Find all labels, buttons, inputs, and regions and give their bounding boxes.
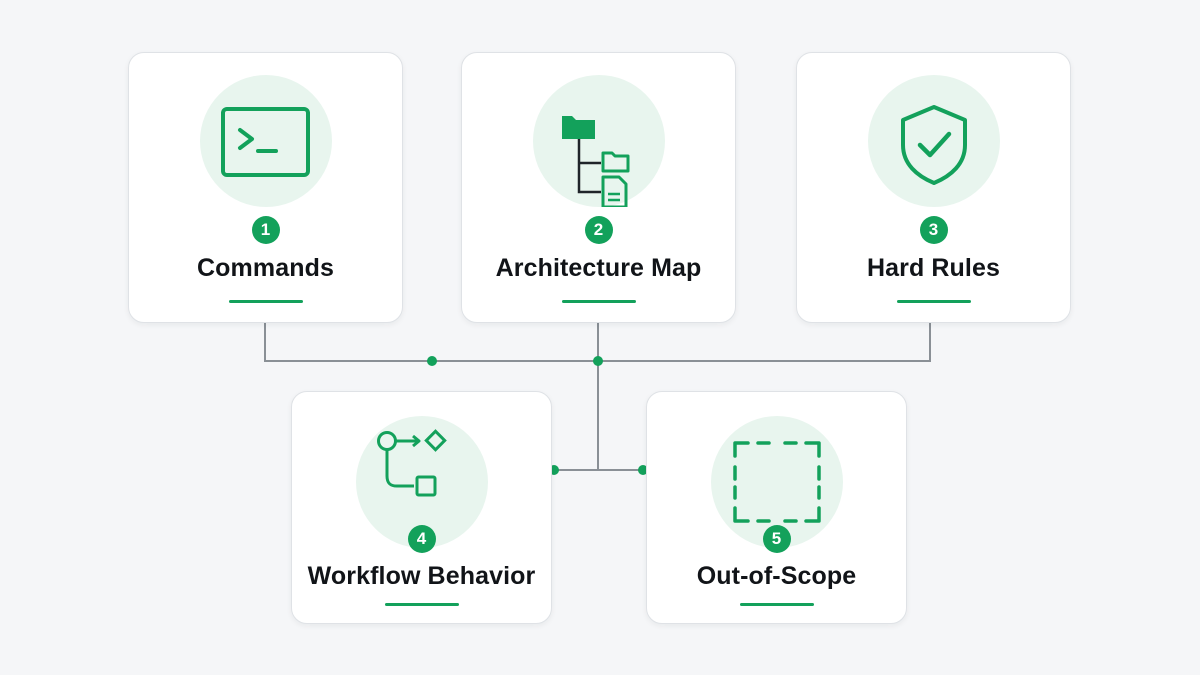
title-underline <box>739 603 814 606</box>
terminal-icon <box>220 107 310 177</box>
step-number-badge: 2 <box>584 216 613 244</box>
connector-node <box>638 465 648 475</box>
title-underline <box>228 300 303 303</box>
card-title: Commands <box>197 254 334 282</box>
dashed-square-icon <box>732 441 821 523</box>
title-underline <box>384 603 459 606</box>
card-workflow-behavior[interactable]: 4 Workflow Behavior <box>291 391 552 624</box>
card-title: Workflow Behavior <box>307 562 536 590</box>
card-architecture-map[interactable]: 2 Architecture Map <box>461 52 736 323</box>
shield-check-icon <box>900 105 967 185</box>
card-title: Out-of-Scope <box>696 562 857 590</box>
step-number-badge: 5 <box>762 525 791 553</box>
step-number-badge: 3 <box>919 216 948 244</box>
folder-tree-icon <box>561 116 629 207</box>
icon-circle <box>867 75 1000 207</box>
step-number-badge: 1 <box>251 216 280 244</box>
card-out-of-scope[interactable]: 5 Out-of-Scope <box>646 391 907 624</box>
card-title: Architecture Map <box>495 254 702 282</box>
step-number-badge: 4 <box>407 525 436 553</box>
icon-circle <box>199 75 332 207</box>
connector-node <box>427 356 437 366</box>
card-commands[interactable]: 1 Commands <box>128 52 403 323</box>
workflow-icon <box>376 429 447 497</box>
icon-circle <box>532 75 665 207</box>
title-underline <box>561 300 636 303</box>
card-hard-rules[interactable]: 3 Hard Rules <box>796 52 1071 323</box>
title-underline <box>896 300 971 303</box>
card-title: Hard Rules <box>867 254 1000 282</box>
connector-node <box>593 356 603 366</box>
